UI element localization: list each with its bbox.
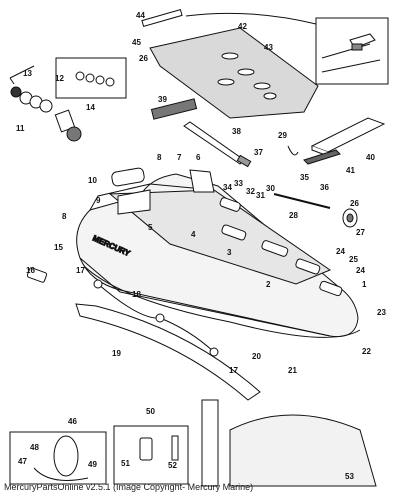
part-pole <box>201 399 219 487</box>
callout: 40 <box>366 153 375 162</box>
callout: 4 <box>191 230 196 239</box>
callout: 31 <box>256 191 265 200</box>
callout: 18 <box>132 290 141 299</box>
callout: 46 <box>68 417 77 426</box>
callout: 20 <box>252 352 261 361</box>
part-11-valve <box>9 57 127 142</box>
callout: 35 <box>300 173 309 182</box>
callout: 3 <box>227 248 232 257</box>
part-39-strip <box>150 98 198 120</box>
callout: 27 <box>356 228 365 237</box>
callout: 16 <box>26 266 35 275</box>
callout: 15 <box>54 243 63 252</box>
callout: 13 <box>23 69 32 78</box>
callout: 38 <box>232 127 241 136</box>
callout: 33 <box>234 179 243 188</box>
callout: 26 <box>350 199 359 208</box>
callout: 19 <box>112 349 121 358</box>
callout: 29 <box>278 131 287 140</box>
part-38-oar <box>183 121 252 168</box>
callout: 48 <box>30 443 39 452</box>
callout: 24 <box>336 247 345 256</box>
callout: 30 <box>266 184 275 193</box>
part-44-rod <box>141 8 183 28</box>
callout: 21 <box>288 366 297 375</box>
callout: 52 <box>168 461 177 470</box>
callout: 37 <box>254 148 263 157</box>
callout: 47 <box>18 457 27 466</box>
part-10-handle <box>111 167 145 187</box>
part-16-patch <box>26 267 48 283</box>
callout: 42 <box>238 22 247 31</box>
callout: 9 <box>96 196 101 205</box>
part-29-hook <box>287 145 299 156</box>
callout: 7 <box>177 153 182 162</box>
callout: 12 <box>55 74 64 83</box>
part-53-bag <box>229 414 377 487</box>
callout: 43 <box>264 43 273 52</box>
part-40-seat <box>303 117 386 165</box>
callout: 26 <box>139 54 148 63</box>
callout: 25 <box>349 255 358 264</box>
part-49-hose <box>33 467 89 481</box>
callout: 8 <box>157 153 162 162</box>
callout: 8 <box>62 212 67 221</box>
callout: 17 <box>229 366 238 375</box>
copyright-footer: MercuryPartsOnline v2.5.1 (Image Copyrig… <box>4 482 254 492</box>
callout: 11 <box>16 124 25 133</box>
callout: 39 <box>158 95 167 104</box>
part-19-strake <box>75 303 261 401</box>
callout: 5 <box>148 223 153 232</box>
callout: 14 <box>86 103 95 112</box>
callout: 1 <box>362 280 367 289</box>
callout: 51 <box>121 459 130 468</box>
callout: 32 <box>246 187 255 196</box>
detail-inset <box>185 12 389 85</box>
callout: 50 <box>146 407 155 416</box>
callout-labels: 44 42 43 45 26 13 12 11 14 39 38 29 40 8… <box>16 11 386 481</box>
part-26-valve <box>342 208 358 228</box>
part-52-tube <box>171 435 179 461</box>
callout: 28 <box>289 211 298 220</box>
callout: 23 <box>377 308 386 317</box>
callout: 49 <box>88 460 97 469</box>
callout: 45 <box>132 38 141 47</box>
callout: 2 <box>266 280 271 289</box>
callout: 22 <box>362 347 371 356</box>
part-36-shaft <box>273 193 331 209</box>
callout: 34 <box>223 183 232 192</box>
callout: 24 <box>356 266 365 275</box>
callout: 41 <box>346 166 355 175</box>
callout: 36 <box>320 183 329 192</box>
part-51-can <box>139 437 153 461</box>
callout: 53 <box>345 472 354 481</box>
hull: MERCURY <box>76 169 361 338</box>
callout: 17 <box>76 266 85 275</box>
part-48-pump <box>53 435 79 477</box>
callout: 44 <box>136 11 145 20</box>
callout: 10 <box>88 176 97 185</box>
part-42-floorboard <box>149 27 319 119</box>
callout: 6 <box>196 153 201 162</box>
